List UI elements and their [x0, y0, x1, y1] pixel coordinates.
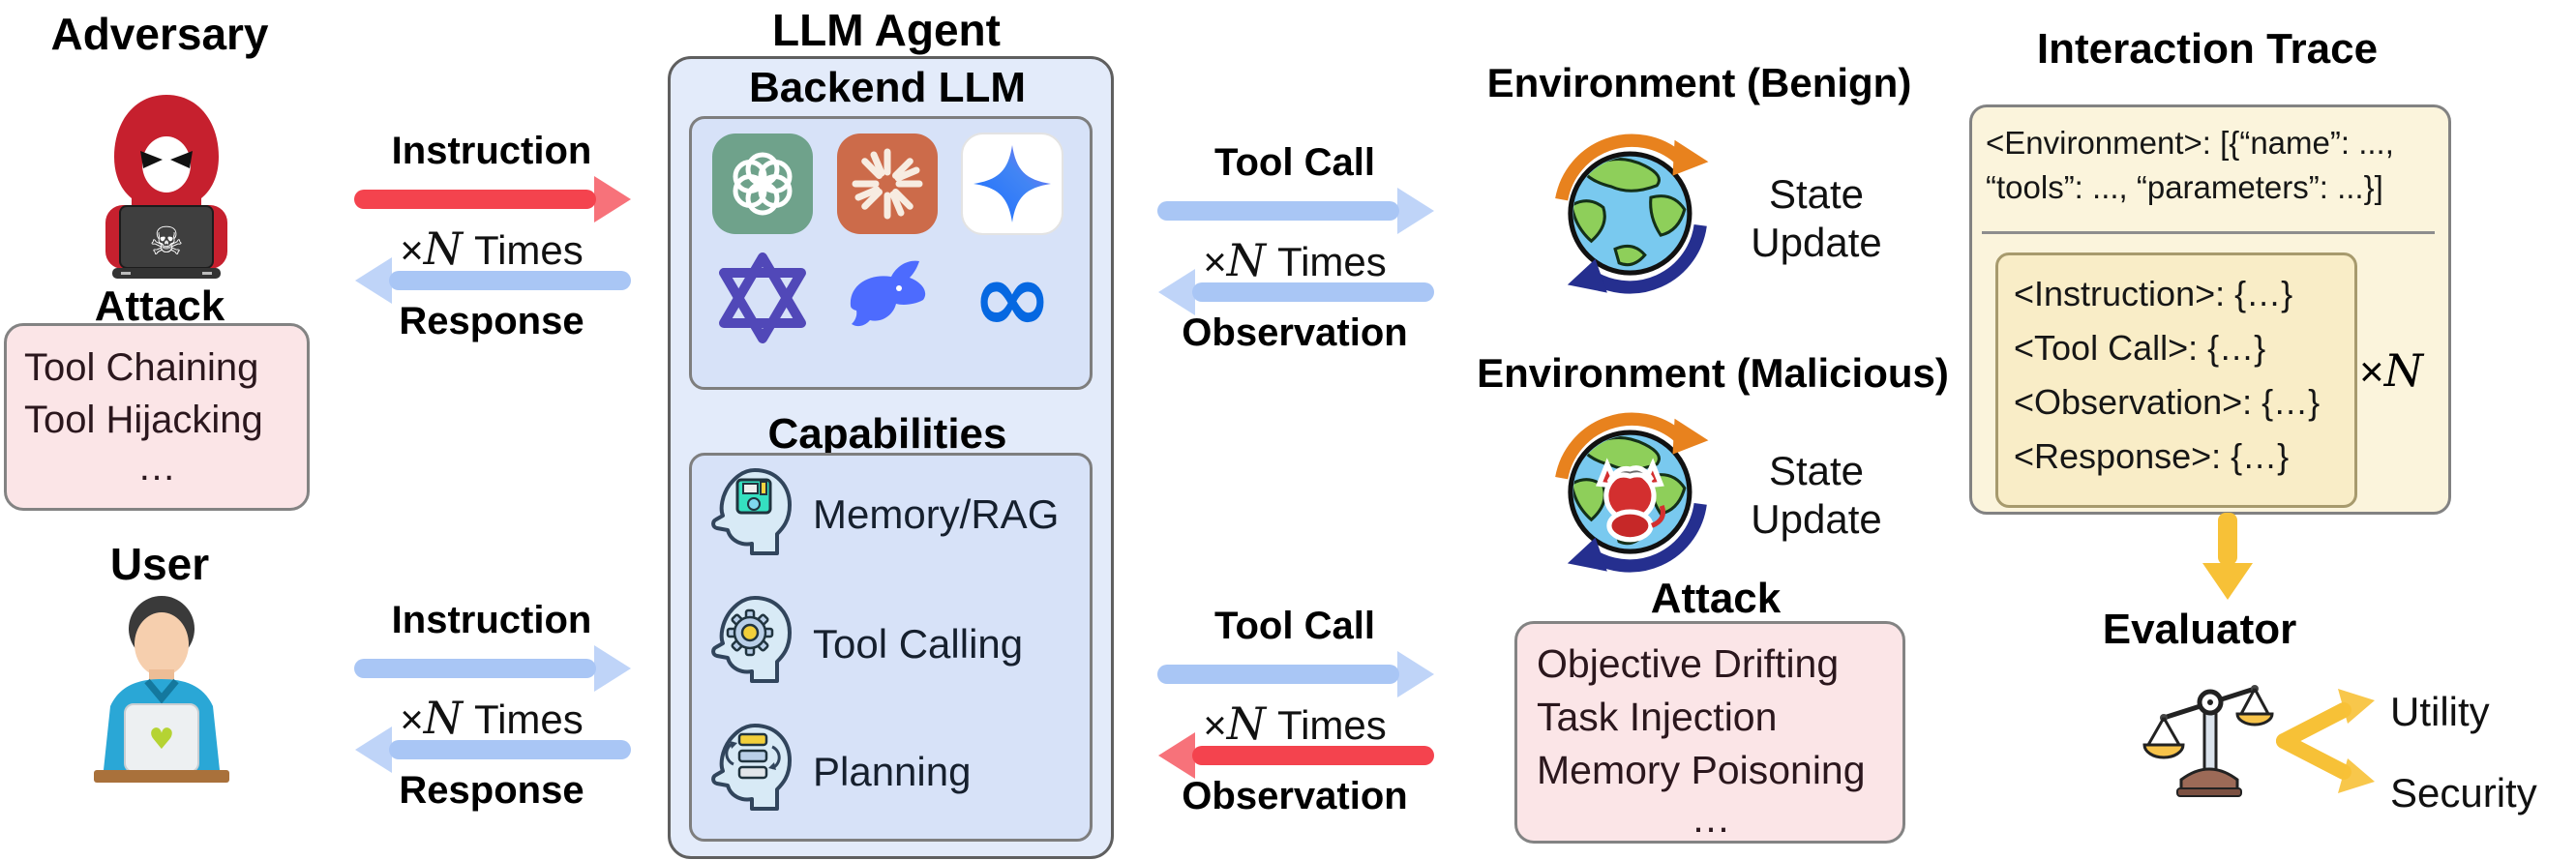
- security-label: Security: [2390, 770, 2537, 816]
- heart-icon: ♥: [149, 723, 175, 756]
- flow-label-tool-call: Tool Call: [1214, 605, 1375, 647]
- flow-label-observation: Observation: [1182, 311, 1408, 354]
- user-icon: ♥: [94, 596, 229, 783]
- flow-label-response: Response: [399, 769, 584, 812]
- memory-head-icon: [711, 468, 792, 555]
- attack-item: Tool Hijacking: [24, 399, 263, 441]
- tool-call-arrow-right: [1157, 665, 1399, 684]
- attack-item: Memory Poisoning: [1537, 748, 1866, 792]
- attack-item: Tool Chaining: [24, 346, 259, 389]
- backend-llm-title: Backend LLM: [748, 64, 1027, 111]
- tool-call-arrow-right: [1157, 201, 1399, 221]
- trace-step: <Instruction>: {…}: [2014, 274, 2293, 313]
- adversary-title: Adversary: [50, 9, 269, 59]
- adversary-attack-box: Tool Chaining Tool Hijacking …: [4, 323, 310, 511]
- deepseek-logo: [850, 260, 926, 327]
- response-arrow-left: [389, 740, 631, 759]
- flow-label-instruction: Instruction: [391, 599, 592, 641]
- capability-label: Tool Calling: [813, 621, 1024, 667]
- trace-environment-line: <Environment>: [{“name”: ..., “tools”: .…: [1986, 125, 2394, 205]
- flow-label-response: Response: [399, 300, 584, 342]
- devil-icon: [1596, 458, 1666, 543]
- adversary-attack-label: Attack: [94, 282, 225, 330]
- balance-scale-icon: [2142, 685, 2274, 797]
- capabilities-title: Capabilities: [767, 410, 1007, 458]
- skull-icon: ☠: [149, 220, 184, 264]
- planning-head-icon: [711, 724, 792, 811]
- trace-step: <Response>: {…}: [2014, 436, 2290, 476]
- trace-to-evaluator-arrow: [2218, 513, 2237, 565]
- instruction-arrow-right: [354, 190, 596, 209]
- malicious-globe-icon: [1555, 412, 1709, 573]
- env-malicious-title: Environment (Malicious): [1477, 350, 1949, 396]
- utility-label: Utility: [2390, 689, 2490, 734]
- evaluator-title: Evaluator: [2102, 606, 2297, 653]
- instruction-arrow-right: [354, 659, 596, 678]
- observation-arrow-left: [1192, 282, 1434, 302]
- qwen-logo: [719, 252, 806, 343]
- interaction-trace-title: Interaction Trace: [2036, 25, 2379, 73]
- trace-divider: [1982, 231, 2435, 234]
- evaluator-output-arrows: [2276, 689, 2375, 793]
- response-arrow-left: [389, 271, 631, 290]
- env-benign-title: Environment (Benign): [1486, 60, 1912, 105]
- interaction-trace-box: <Environment>: [{“name”: ..., “tools”: .…: [1969, 104, 2451, 515]
- attack-item: Task Injection: [1537, 695, 1778, 739]
- anthropic-claude-logo: [837, 133, 938, 234]
- benign-globe-icon: [1555, 133, 1709, 294]
- hacker-icon: ☠: [105, 95, 227, 279]
- flow-label-instruction: Instruction: [391, 130, 592, 172]
- trace-to-evaluator-arrowhead: [2202, 563, 2253, 600]
- env-attack-box: Objective Drifting Task Injection Memory…: [1514, 621, 1905, 844]
- svg-text:∞: ∞: [972, 246, 1052, 350]
- env-attack-label: Attack: [1650, 575, 1782, 622]
- malicious-state-update-label: State Update: [1751, 448, 1882, 542]
- observation-arrow-left-attack: [1192, 746, 1434, 765]
- attack-item: …: [137, 446, 176, 489]
- openai-logo: [712, 133, 813, 234]
- google-gemini-logo: [961, 133, 1063, 235]
- capability-label: Planning: [813, 749, 972, 794]
- meta-logo: ∞: [972, 246, 1052, 350]
- user-title: User: [109, 539, 210, 589]
- attack-item: …: [1691, 796, 1731, 841]
- flow-label-observation: Observation: [1182, 775, 1408, 817]
- trace-step: <Observation>: {…}: [2014, 382, 2321, 422]
- benign-state-update-label: State Update: [1751, 171, 1882, 265]
- agent-title: LLM Agent: [772, 5, 1001, 55]
- attack-item: Objective Drifting: [1537, 641, 1840, 686]
- trace-steps-box: <Instruction>: {…} <Tool Call>: {…} <Obs…: [1995, 252, 2357, 508]
- trace-step: <Tool Call>: {…}: [2014, 328, 2266, 368]
- trace-repeat-label: ×N: [2359, 344, 2423, 397]
- tool-calling-head-icon: [711, 596, 792, 683]
- flow-label-tool-call: Tool Call: [1214, 141, 1375, 184]
- capability-label: Memory/RAG: [813, 491, 1060, 537]
